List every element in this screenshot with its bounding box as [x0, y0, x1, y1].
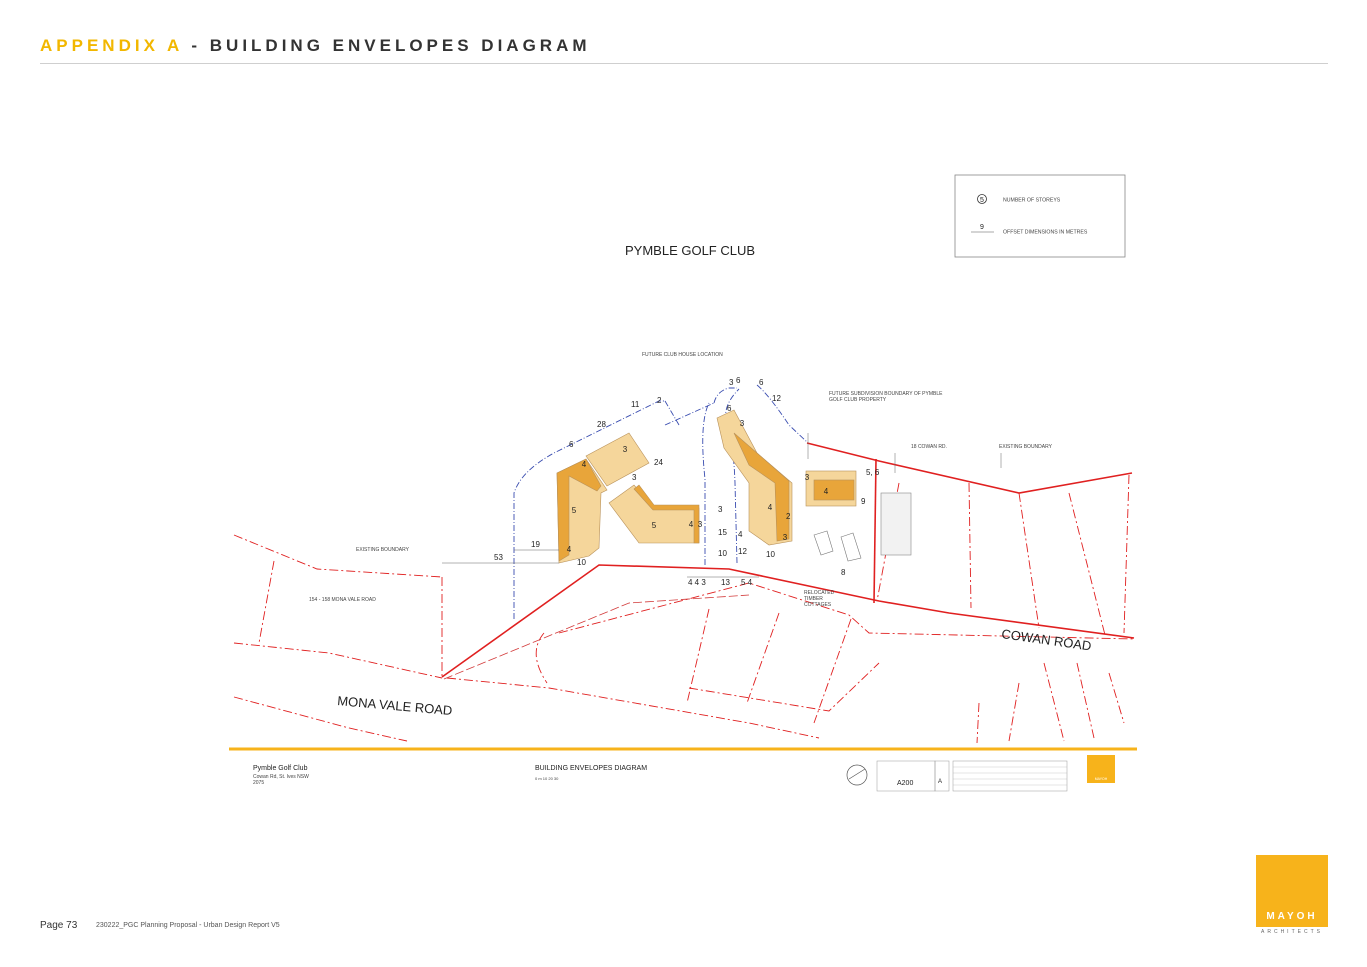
dimension-label: 28	[597, 420, 606, 429]
dimension-label: 3	[632, 473, 637, 482]
tb-revision: A	[938, 779, 942, 785]
relocated-cottage	[813, 530, 834, 556]
storey-label: 3	[805, 473, 810, 482]
label-existing-boundary-left: EXISTING BOUNDARY	[356, 547, 410, 553]
storey-label: 4	[689, 520, 694, 529]
dimension-label: 10	[766, 550, 775, 559]
main-boundary-solid	[441, 442, 1135, 678]
title-separator: -	[182, 36, 210, 55]
building-envelopes	[556, 409, 912, 564]
envelope-north	[585, 432, 650, 487]
annotation-labels: FUTURE CLUB HOUSE LOCATION FUTURE SUBDIV…	[309, 352, 1053, 608]
dimension-label: 4 4 3	[688, 578, 706, 587]
logo-name: MAYOH	[1266, 911, 1318, 922]
storey-label: 3	[623, 445, 628, 454]
existing-boundaries	[233, 474, 1135, 744]
dimension-label: 5 4	[741, 578, 753, 587]
dimension-label: 10	[577, 558, 586, 567]
dimension-label: 6	[727, 404, 732, 413]
tb-address: Cowan Rd, St. Ives NSW	[253, 774, 309, 780]
label-future-subdivision-2: GOLF CLUB PROPERTY	[829, 397, 887, 403]
tb-mayoh-logo	[1087, 755, 1115, 783]
dimension-label: 24	[654, 458, 663, 467]
storey-label: 5	[652, 521, 657, 530]
envelope-small-dark	[813, 479, 855, 501]
tb-postcode: 2075	[253, 780, 264, 786]
storey-label: 4	[768, 503, 773, 512]
page-header: APPENDIX A - BUILDING ENVELOPES DIAGRAM	[40, 36, 1328, 64]
label-18-cowan-rd: 18 COWAN RD.	[911, 444, 947, 450]
label-relocated: RELOCATED	[804, 590, 835, 596]
label-future-clubhouse: FUTURE CLUB HOUSE LOCATION	[642, 352, 723, 358]
dimension-label: 6	[736, 376, 741, 385]
legend-storeys-symbol: 5	[980, 197, 984, 204]
document-reference: 230222_PGC Planning Proposal - Urban Des…	[96, 922, 280, 929]
envelope-west-dark	[556, 458, 602, 562]
label-relocated-2: TIMBER	[804, 596, 823, 602]
label-existing-boundary-right: EXISTING BOUNDARY	[999, 444, 1053, 450]
road-edges	[443, 594, 750, 680]
envelope-central-dark	[633, 484, 700, 544]
dimension-label: 4	[738, 530, 743, 539]
tb-scale-bar: 0 m 10 20 30	[535, 776, 559, 781]
dimension-label: 3	[729, 378, 734, 387]
dimension-label: 13	[721, 578, 730, 587]
storey-labels: 4 3 5 4 5 4 3 3 4 3 3 4	[567, 419, 829, 554]
storey-label: 4	[824, 487, 829, 496]
dimension-label: 9	[861, 497, 866, 506]
tb-project: Pymble Golf Club	[253, 765, 308, 772]
dimension-label: 3	[718, 505, 723, 514]
storey-label: 4	[567, 545, 572, 554]
site-title: PYMBLE GOLF CLUB	[625, 243, 755, 258]
mayoh-logo: MAYOH	[1256, 855, 1328, 927]
title-block: Pymble Golf Club Cowan Rd, St. Ives NSW …	[229, 747, 1137, 792]
dimension-label: 5, 6	[866, 468, 880, 477]
page-number: Page 73	[40, 920, 78, 931]
label-future-subdivision: FUTURE SUBDIVISION BOUNDARY OF PYMBLE	[829, 391, 943, 397]
dimension-label: 10	[718, 549, 727, 558]
tb-logo-text: MAYOH	[1095, 777, 1108, 781]
dimension-lines	[442, 433, 1002, 578]
storey-symbol-icon	[977, 194, 987, 204]
storey-label: 3	[740, 419, 745, 428]
tb-drawing-title: BUILDING ENVELOPES DIAGRAM	[535, 765, 647, 772]
dimension-label: 8	[841, 568, 846, 577]
dimension-label: 6	[569, 440, 574, 449]
dimension-label: 12	[772, 394, 781, 403]
legend-storeys-label: NUMBER OF STOREYS	[1003, 198, 1061, 204]
storey-label: 3	[698, 520, 703, 529]
dimension-labels: 6 28 11 2 24 3 19 53 10 3 6 6 12 6 3 15 …	[494, 376, 880, 587]
building-envelopes-drawing: 5 NUMBER OF STOREYS 9 OFFSET DIMENSIONS …	[229, 163, 1137, 803]
north-arrow-icon	[846, 764, 868, 786]
logo-subtitle: ARCHITECTS	[1261, 929, 1323, 935]
tb-drawing-number: A200	[897, 780, 913, 787]
dimension-label: 6	[759, 378, 764, 387]
existing-house-18-cowan	[880, 492, 912, 556]
storey-label: 4	[582, 460, 587, 469]
storey-label: 5	[572, 506, 577, 515]
dimension-label: 2	[657, 396, 662, 405]
relocated-cottage	[840, 532, 862, 562]
dimension-label: 11	[631, 400, 640, 409]
label-mona-vale-lot: 154 - 158 MONA VALE ROAD	[309, 597, 376, 603]
dimension-label: 12	[738, 547, 747, 556]
legend-offset-label: OFFSET DIMENSIONS IN METRES	[1003, 230, 1088, 236]
dimension-label: 53	[494, 553, 503, 562]
page-title: BUILDING ENVELOPES DIAGRAM	[209, 36, 591, 55]
storey-label: 3	[783, 533, 788, 542]
appendix-label: APPENDIX A	[40, 36, 183, 55]
legend-offset-symbol: 9	[980, 224, 984, 231]
dimension-label: 15	[718, 528, 727, 537]
envelope-east	[716, 409, 793, 546]
label-relocated-3: COTTAGES	[804, 602, 832, 608]
legend: 5 NUMBER OF STOREYS 9 OFFSET DIMENSIONS …	[954, 174, 1126, 258]
dimension-label: 2	[786, 512, 791, 521]
envelope-east-dark	[733, 432, 790, 542]
dimension-label: 19	[531, 540, 540, 549]
